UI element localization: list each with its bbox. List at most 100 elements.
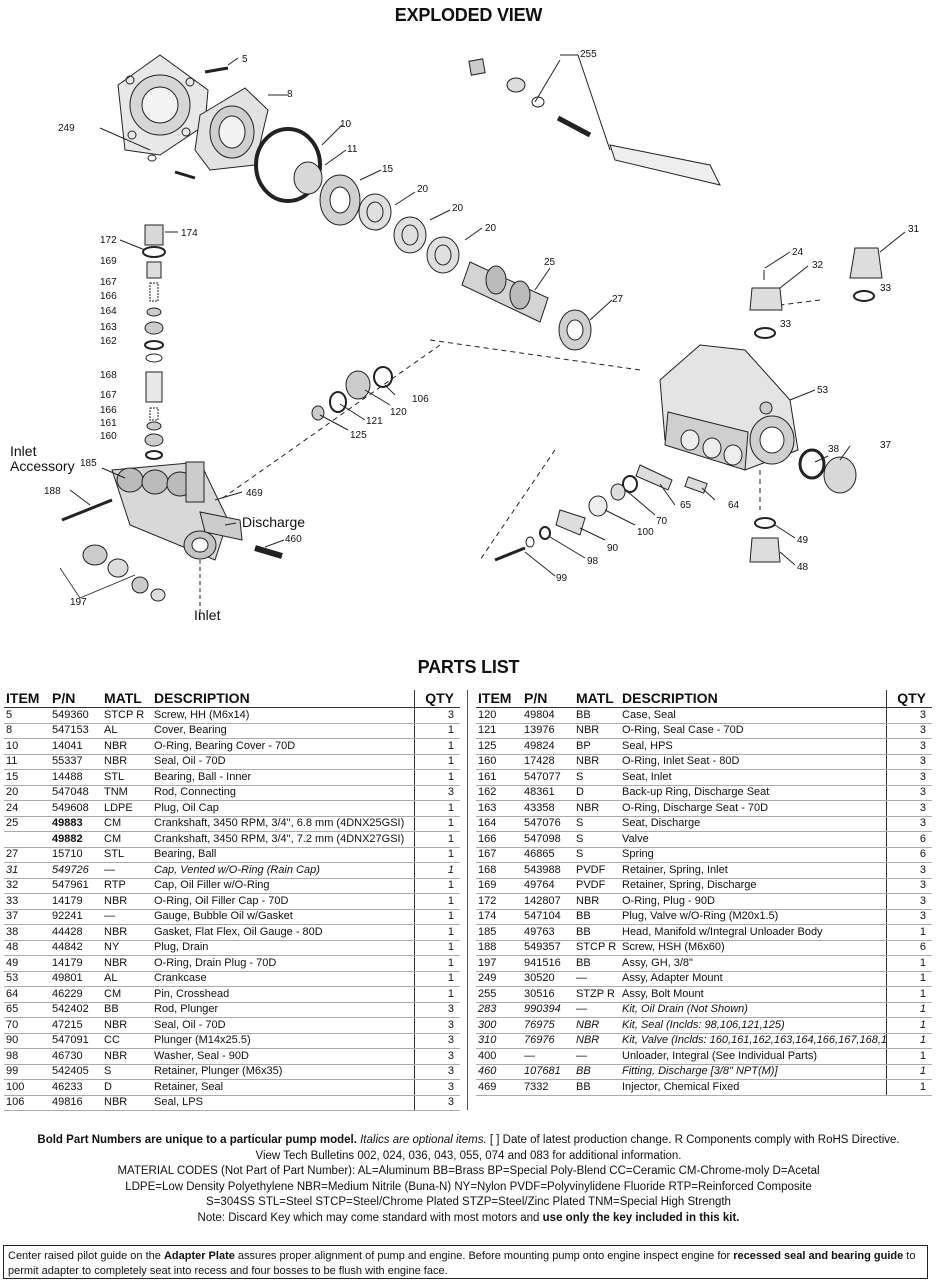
pn-cell: 549608: [50, 800, 102, 817]
callout-15: 15: [382, 164, 394, 175]
callout-31: 31: [908, 224, 920, 235]
item-cell: 64: [4, 986, 50, 1003]
label-discharge: Discharge: [242, 514, 305, 530]
col-item: ITEM: [4, 690, 50, 708]
pn-cell: 549357: [522, 940, 574, 956]
qty-cell: 3: [414, 1095, 460, 1111]
matl-cell: S: [574, 816, 620, 832]
qty-cell: 1: [414, 738, 460, 755]
description-cell: Fitting, Discharge [3/8" NPT(M)]: [620, 1064, 887, 1080]
item-cell: 160: [476, 754, 522, 770]
matl-cell: D: [102, 1079, 152, 1096]
notes-line-1: Bold Part Numbers are unique to a partic…: [0, 1133, 937, 1149]
matl-cell: AL: [102, 971, 152, 987]
item-cell: 172: [476, 893, 522, 910]
qty-cell: 1: [414, 909, 460, 925]
description-cell: Retainer, Spring, Discharge: [620, 878, 887, 894]
matl-cell: —: [102, 862, 152, 879]
callout-37: 37: [880, 440, 892, 451]
bold-part-number: 49882: [52, 832, 83, 845]
qty-cell: 6: [886, 831, 932, 848]
callout-20a: 20: [417, 184, 429, 195]
callout-161: 161: [100, 418, 117, 429]
matl-cell: —: [574, 971, 620, 987]
item-cell: 31: [4, 862, 50, 879]
matl-cell: S: [574, 847, 620, 863]
callout-11: 11: [347, 144, 358, 155]
matl-cell: PVDF: [574, 878, 620, 894]
matl-cell: BB: [574, 1064, 620, 1080]
info-text-2: assures proper alignment of pump and eng…: [234, 1250, 734, 1262]
matl-cell: NBR: [102, 1048, 152, 1065]
callout-168: 168: [100, 370, 117, 381]
description-cell: Screw, HH (M6x14): [152, 707, 415, 724]
description-cell: Case, Seal: [620, 707, 887, 724]
matl-cell: NBR: [574, 800, 620, 817]
label-inlet-accessory-2: Accessory: [10, 458, 75, 474]
pn-cell: 14179: [50, 893, 102, 910]
qty-cell: 3: [886, 723, 932, 739]
pn-cell: 14041: [50, 738, 102, 755]
pn-cell: 49764: [522, 878, 574, 894]
pn-cell: 17428: [522, 754, 574, 770]
item-cell: 469: [476, 1079, 522, 1096]
item-cell: 283: [476, 1002, 522, 1018]
item-cell: 310: [476, 1033, 522, 1049]
qty-cell: 3: [414, 1048, 460, 1065]
description-cell: Rod, Plunger: [152, 1002, 415, 1018]
description-cell: Head, Manifold w/Integral Unloader Body: [620, 924, 887, 941]
pn-cell: 46229: [50, 986, 102, 1003]
qty-cell: 1: [414, 831, 460, 848]
pn-cell: 14488: [50, 769, 102, 786]
matl-cell: STL: [102, 769, 152, 786]
pn-cell: 990394: [522, 1002, 574, 1018]
qty-cell: 3: [414, 1033, 460, 1049]
callout-70: 70: [656, 516, 668, 527]
callout-24: 24: [792, 247, 804, 258]
notes-key-note-text: Note: Discard Key which may come standar…: [197, 1211, 543, 1224]
qty-cell: 3: [886, 909, 932, 925]
item-cell: 20: [4, 785, 50, 801]
matl-cell: NBR: [102, 955, 152, 972]
qty-cell: 3: [886, 769, 932, 786]
pn-cell: 547077: [522, 769, 574, 786]
item-cell: 400: [476, 1048, 522, 1065]
pn-cell: 547153: [50, 723, 102, 739]
qty-cell: 3: [886, 862, 932, 879]
parts-row: 400——Unloader, Integral (See Individual …: [476, 1048, 932, 1065]
notes-key-note-bold: use only the key included in this kit.: [542, 1211, 740, 1224]
matl-cell: NBR: [102, 754, 152, 770]
item-cell: 24: [4, 800, 50, 817]
description-cell: Crankshaft, 3450 RPM, 3/4", 6.8 mm (4DNX…: [152, 816, 415, 832]
qty-cell: 1: [414, 769, 460, 786]
col-pn: P/N: [50, 690, 102, 708]
callout-167b: 167: [100, 390, 117, 401]
description-cell: Kit, Valve (Inclds: 160,161,162,163,164,…: [620, 1033, 887, 1049]
qty-cell: 1: [886, 971, 932, 987]
description-cell: Bearing, Ball: [152, 847, 415, 863]
matl-cell: NBR: [102, 738, 152, 755]
pn-cell: 142807: [522, 893, 574, 910]
pn-cell: 15710: [50, 847, 102, 863]
item-cell: 120: [476, 707, 522, 724]
matl-cell: BB: [574, 924, 620, 941]
matl-cell: PVDF: [574, 862, 620, 879]
item-cell: 185: [476, 924, 522, 941]
item-cell: 174: [476, 909, 522, 925]
callout-8: 8: [287, 89, 293, 100]
description-cell: O-Ring, Drain Plug - 70D: [152, 955, 415, 972]
callout-100: 100: [637, 527, 654, 538]
callout-460: 460: [285, 534, 302, 545]
